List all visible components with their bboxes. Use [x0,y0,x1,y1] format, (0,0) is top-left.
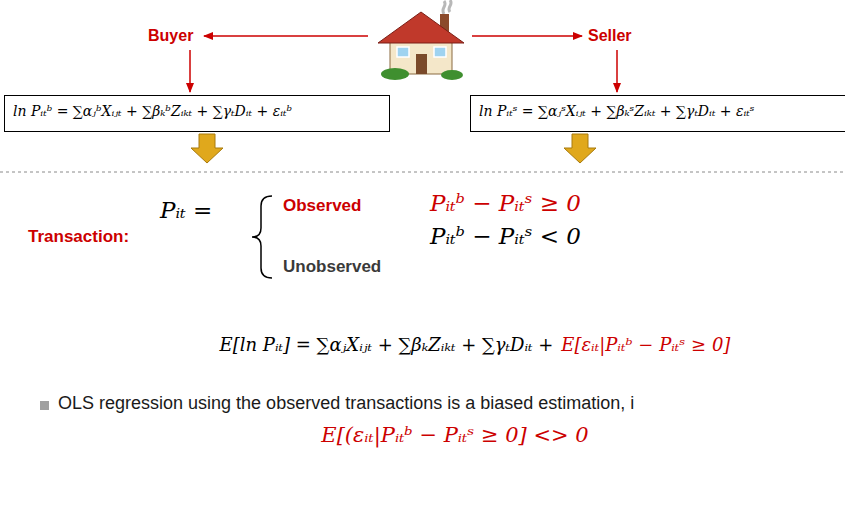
condition-label: Pᵢₜᵇ − Pᵢₜˢ ≥ 0 [430,189,581,218]
equation-box: ln Pᵢₜˢ = ∑αⱼˢXᵢⱼₜ + ∑βₖˢZᵢₖₜ + ∑γₜDᵢₜ +… [470,95,845,132]
house-window [434,47,446,57]
bullet-text: OLS regression using the observed transa… [58,392,634,415]
house-door [416,54,427,74]
arrow-down-buyer [189,50,191,92]
arrow-to-buyer [204,35,368,37]
bullet-square [40,401,49,410]
equation-box: ln Pᵢₜᵇ = ∑αⱼᵇXᵢⱼₜ + ∑βₖᵇZᵢₖₜ + ∑γₜDᵢₜ +… [4,95,390,132]
equation-text: ln Pᵢₜᵇ = ∑αⱼᵇXᵢⱼₜ + ∑βₖᵇZᵢₖₜ + ∑γₜDᵢₜ +… [13,102,381,122]
role-label: Buyer [148,26,193,46]
arrow-down-seller [616,50,618,92]
house-picture [378,0,464,80]
case-label: Unobserved [283,256,381,277]
block-arrow [191,134,223,163]
smoke [443,0,451,14]
role-label: Seller [588,26,632,46]
curly-brace [252,196,272,278]
case-label: Observed [283,195,361,216]
equation-label: E[ln Pᵢₜ] = ∑αⱼXᵢⱼₜ + ∑βₖZᵢₖₜ + ∑γₜDᵢₜ + [220,334,554,357]
bush [381,68,409,80]
house-window [397,47,409,57]
equation-label: E[(εᵢₜ|Pᵢₜᵇ − Pᵢₜˢ ≥ 0] <> 0 [321,422,588,448]
equation-label: Pᵢₜ = [160,196,212,225]
condition-label: Pᵢₜᵇ − Pᵢₜˢ < 0 [430,222,581,251]
arrow-to-seller [472,35,582,37]
equation-text: ln Pᵢₜˢ = ∑αⱼˢXᵢⱼₜ + ∑βₖˢZᵢₖₜ + ∑γₜDᵢₜ +… [479,102,839,122]
block-arrow [564,134,596,163]
equation-label: E[εᵢₜ|Pᵢₜᵇ − Pᵢₜˢ ≥ 0] [561,334,730,357]
section-label: Transaction: [28,226,129,247]
house-roof [378,12,464,43]
dashed-separator [0,172,845,173]
bush [441,70,463,80]
